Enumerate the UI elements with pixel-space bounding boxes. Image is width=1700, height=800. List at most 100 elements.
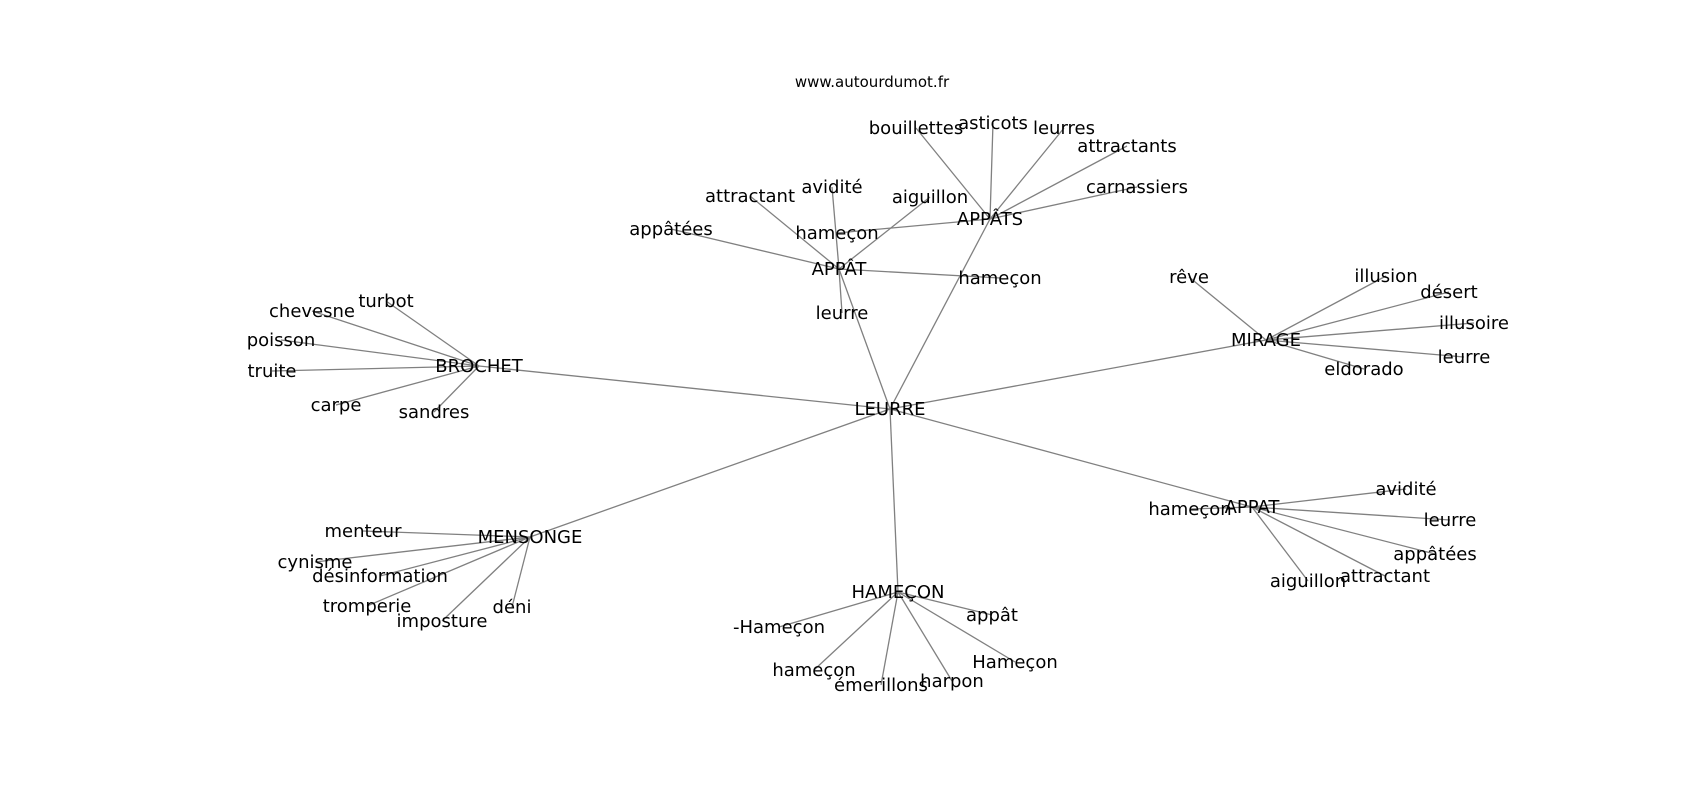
node-label-hamecon_cap: Hameçon <box>972 652 1058 673</box>
node-label-sandres: sandres <box>399 402 470 423</box>
node-label-menteur: menteur <box>325 521 403 542</box>
node-label-emerillons: émerillons <box>834 675 928 696</box>
node-label-illusion: illusion <box>1354 266 1417 287</box>
edge-brochet-turbot <box>385 300 480 367</box>
node-label-asticots: asticots <box>958 113 1028 134</box>
node-label-bouillettes: bouillettes <box>869 118 964 139</box>
edge-brochet-sandres <box>433 365 480 413</box>
node-label-eldorado: eldorado <box>1324 359 1403 380</box>
node-label-tromperie: tromperie <box>323 596 412 617</box>
edge-hamecon_h-hamecon_cap <box>897 591 1016 663</box>
node-label-appat_low: appât <box>966 605 1018 626</box>
node-label-poisson: poisson <box>247 330 316 351</box>
node-label-hamecon_a: hameçon <box>795 223 878 244</box>
node-label-leurre_c: LEURRE <box>855 399 926 420</box>
edge-mensonge-desinformation <box>379 536 531 577</box>
edge-mirage-leurre2 <box>1265 339 1465 358</box>
edge-brochet-chevesne <box>311 310 480 367</box>
edge-brochet-poisson <box>280 339 480 367</box>
edge-brochet-carpe <box>335 365 480 406</box>
node-label-attractant1: attractant <box>705 186 795 207</box>
node-label-desert: désert <box>1420 282 1477 303</box>
edge-appat2-appatees2 <box>1251 506 1436 555</box>
node-label-carnassiers: carnassiers <box>1086 177 1188 198</box>
edge-appats-attractants <box>989 145 1128 220</box>
node-label-carpe: carpe <box>311 395 362 416</box>
node-label-aiguillon2: aiguillon <box>1270 571 1346 592</box>
edge-appat2-attractant2 <box>1251 506 1386 577</box>
edge-appat1-hamecon_b <box>838 268 1001 279</box>
edge-appats-hamecon_a <box>836 218 991 234</box>
node-label-appatees1: appâtées <box>629 219 713 240</box>
node-label-cynisme: cynisme <box>278 552 353 573</box>
edge-mirage-illusoire <box>1265 322 1475 341</box>
edge-leurre_c-appat1 <box>838 268 891 410</box>
edge-hamecon_h-emerillons <box>880 591 899 686</box>
edge-appat2-avidite2 <box>1251 488 1407 508</box>
node-label-avidite1: avidité <box>801 177 862 198</box>
node-label-deni: déni <box>493 597 532 618</box>
edge-appat1-avidite1 <box>831 186 840 270</box>
node-label-attractants: attractants <box>1077 136 1176 157</box>
edge-leurre_c-brochet <box>478 365 891 410</box>
node-label-chevesne: chevesne <box>269 301 355 322</box>
edge-leurre_c-hamecon_h <box>889 408 899 593</box>
node-label-leurre1: leurre <box>816 303 869 324</box>
edge-appat1-aiguillon1 <box>838 196 931 270</box>
node-label-aiguillon1: aiguillon <box>892 187 968 208</box>
edge-mirage-desert <box>1265 291 1450 341</box>
node-label-reve: rêve <box>1169 267 1209 288</box>
edge-leurre_c-appats <box>889 218 991 410</box>
node-label-turbot: turbot <box>358 291 413 312</box>
node-label-hamecon_dash: -Hameçon <box>733 617 825 638</box>
node-label-appat1: APPÂT <box>812 258 868 280</box>
node-label-desinformation: désinformation <box>312 566 448 587</box>
node-label-avidite2: avidité <box>1375 479 1436 500</box>
node-label-imposture: imposture <box>397 611 488 632</box>
site-label: www.autourdumot.fr <box>795 73 950 91</box>
node-label-hamecon_d: hameçon <box>1148 499 1231 520</box>
node-label-hamecon_b: hameçon <box>958 268 1041 289</box>
edge-appat1-appatees1 <box>670 228 840 270</box>
edge-hamecon_h-hamecon_c <box>813 591 899 671</box>
node-label-truite: truite <box>248 361 297 382</box>
edge-mirage-eldorado <box>1265 339 1365 370</box>
node-label-attractant2: attractant <box>1340 566 1430 587</box>
node-label-mensonge: MENSONGE <box>478 527 583 548</box>
node-label-harpon: harpon <box>920 671 984 692</box>
edge-appats-carnassiers <box>989 186 1138 220</box>
edge-appat1-attractant1 <box>749 195 840 270</box>
edge-mensonge-cynisme <box>314 536 531 563</box>
node-label-hamecon_h: HAMEÇON <box>852 582 945 603</box>
node-label-appats: APPÂTS <box>957 208 1023 230</box>
node-label-leurre3: leurre <box>1424 510 1477 531</box>
node-label-hamecon_c: hameçon <box>772 660 855 681</box>
edge-appat2-aiguillon2 <box>1251 506 1309 582</box>
edge-mensonge-imposture <box>441 536 531 622</box>
edge-hamecon_h-appat_low <box>897 591 993 616</box>
node-label-appatees2: appâtées <box>1393 544 1477 565</box>
edge-leurre_c-appat2 <box>889 408 1253 508</box>
node-label-leurres: leurres <box>1033 118 1095 139</box>
node-label-mirage: MIRAGE <box>1231 330 1301 351</box>
edge-leurre_c-mensonge <box>529 408 891 538</box>
edge-hamecon_h-hamecon_dash <box>778 591 899 628</box>
graph-edges <box>271 122 1475 686</box>
node-label-brochet: BROCHET <box>435 356 524 377</box>
edge-mensonge-tromperie <box>366 536 531 607</box>
edge-appat2-leurre3 <box>1251 506 1451 521</box>
node-label-leurre2: leurre <box>1438 347 1491 368</box>
edge-appat2-hamecon_d <box>1189 506 1253 510</box>
edge-appats-asticots <box>989 122 994 220</box>
edge-mirage-reve <box>1188 276 1267 341</box>
edge-brochet-truite <box>271 365 480 372</box>
edge-appats-leurres <box>989 127 1065 220</box>
edge-leurre_c-mirage <box>889 339 1267 410</box>
edge-mirage-illusion <box>1265 275 1387 341</box>
edge-appat1-leurre1 <box>838 268 843 314</box>
edge-mensonge-deni <box>511 536 531 608</box>
edge-hamecon_h-harpon <box>897 591 953 682</box>
node-label-appat2: APPAT <box>1225 497 1281 518</box>
